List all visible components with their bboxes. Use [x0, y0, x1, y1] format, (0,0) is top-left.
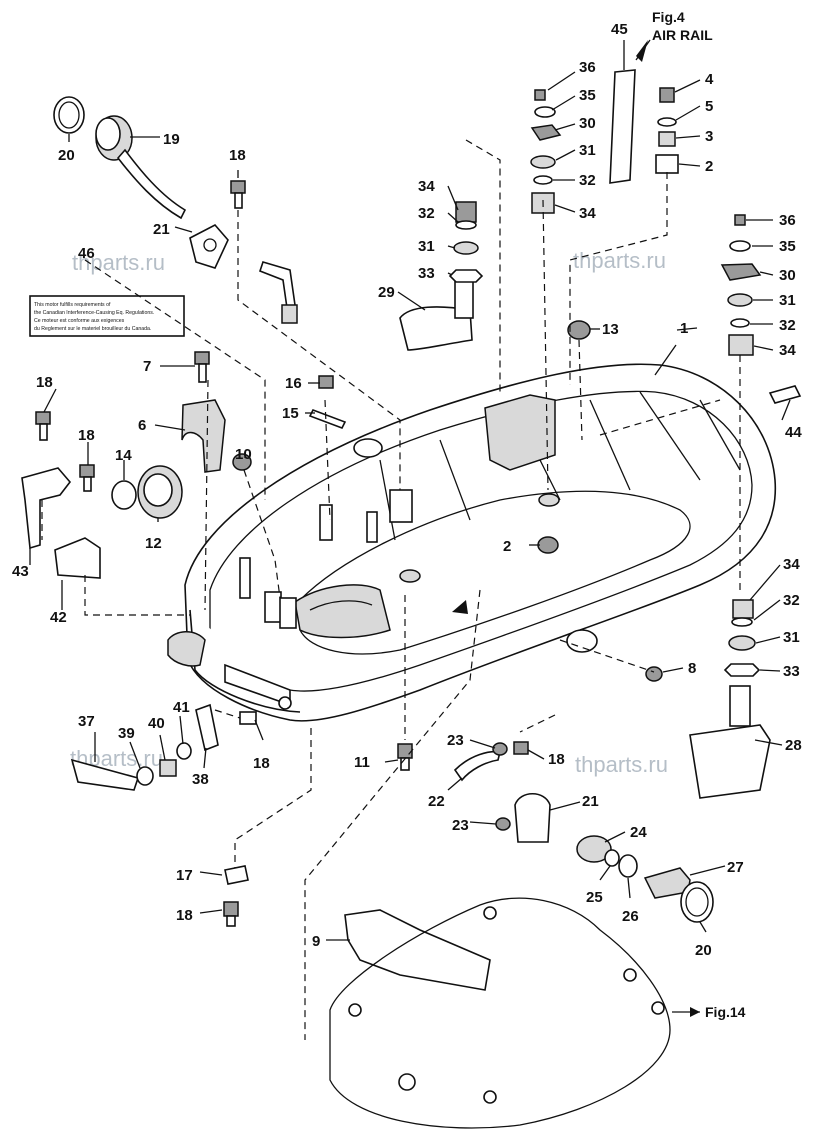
callout-18: 18 — [36, 374, 53, 391]
bottom-cowling-drawing — [167, 363, 777, 722]
callout-35: 35 — [579, 87, 596, 104]
arrow-markers — [452, 40, 700, 1017]
watermark-2: thparts.ru — [573, 248, 666, 273]
leader-lines — [29, 39, 791, 1040]
callout-18: 18 — [176, 907, 193, 924]
sticker-line-2: the Canadian Interference-Causing Eq. Re… — [34, 310, 154, 316]
callout-11: 11 — [354, 754, 370, 771]
callout-18: 18 — [548, 751, 565, 768]
callout-46: 46 — [78, 245, 95, 262]
callout-20: 20 — [58, 147, 75, 164]
callout-19: 19 — [163, 131, 180, 148]
callout-33: 33 — [418, 265, 435, 282]
callout-22: 22 — [428, 793, 445, 810]
callout-1: 1 — [680, 320, 688, 337]
callout-8: 8 — [688, 660, 696, 677]
callout-36: 36 — [779, 212, 796, 229]
callout-18: 18 — [78, 427, 95, 444]
callout-29: 29 — [378, 284, 395, 301]
callout-18: 18 — [229, 147, 246, 164]
callout-4: 4 — [705, 71, 714, 88]
callout-31: 31 — [579, 142, 596, 159]
callout-39: 39 — [118, 725, 135, 742]
sticker-line-4: du Reglement sur le materiel brouilleur … — [34, 326, 151, 332]
sticker-line-3: Ce moteur est conforme aux exigences — [34, 318, 125, 324]
callout-34: 34 — [418, 178, 435, 195]
callout-34: 34 — [579, 205, 596, 222]
callout-25: 25 — [586, 889, 603, 906]
callout-23: 23 — [447, 732, 464, 749]
watermark-4: thparts.ru — [575, 752, 668, 777]
callout-23: 23 — [452, 817, 469, 834]
callout-numbers: 20 19 18 21 46 45 36 35 30 31 32 34 4 5 … — [12, 21, 802, 959]
callout-34: 34 — [783, 556, 800, 573]
callout-18: 18 — [253, 755, 270, 772]
callout-32: 32 — [783, 592, 800, 609]
callout-28: 28 — [785, 737, 802, 754]
callout-31: 31 — [418, 238, 435, 255]
callout-12: 12 — [145, 535, 162, 552]
callout-32: 32 — [779, 317, 796, 334]
callout-42: 42 — [50, 609, 67, 626]
air-rail-arrow-icon — [636, 40, 648, 62]
callout-43: 43 — [12, 563, 29, 580]
fig4-ref: Fig.4 — [652, 9, 685, 25]
watermark-1: thparts.ru — [72, 250, 165, 275]
callout-3: 3 — [705, 128, 713, 145]
callout-26: 26 — [622, 908, 639, 925]
callout-21: 21 — [153, 221, 170, 238]
callout-13: 13 — [602, 321, 619, 338]
callout-2: 2 — [705, 158, 713, 175]
callout-17: 17 — [176, 867, 193, 884]
callout-15: 15 — [282, 405, 299, 422]
callout-9: 9 — [312, 933, 320, 950]
callout-31: 31 — [783, 629, 800, 646]
callout-2: 2 — [503, 538, 511, 555]
callout-45: 45 — [611, 21, 628, 38]
callout-24: 24 — [630, 824, 647, 841]
callout-21: 21 — [582, 793, 599, 810]
callout-32: 32 — [418, 205, 435, 222]
callout-36: 36 — [579, 59, 596, 76]
callout-5: 5 — [705, 98, 713, 115]
callout-37: 37 — [78, 713, 95, 730]
callout-6: 6 — [138, 417, 146, 434]
callout-16: 16 — [285, 375, 302, 392]
callout-38: 38 — [192, 771, 209, 788]
callout-10: 10 — [235, 446, 252, 463]
callout-27: 27 — [727, 859, 744, 876]
callout-14: 14 — [115, 447, 132, 464]
sticker-line-1: This motor fulfills requirements of — [34, 302, 111, 308]
fig14-arrow-icon — [690, 1007, 700, 1017]
callout-30: 30 — [579, 115, 596, 132]
callout-41: 41 — [173, 699, 190, 716]
callout-35: 35 — [779, 238, 796, 255]
fig14-ref: Fig.14 — [705, 1004, 746, 1020]
air-rail-ref: AIR RAIL — [652, 27, 713, 43]
callout-34: 34 — [779, 342, 796, 359]
callout-20: 20 — [695, 942, 712, 959]
small-parts-drawings — [21, 69, 802, 1129]
flow-arrow-icon — [452, 600, 468, 614]
callout-32: 32 — [579, 172, 596, 189]
callout-31: 31 — [779, 292, 796, 309]
callout-33: 33 — [783, 663, 800, 680]
callout-40: 40 — [148, 715, 165, 732]
callout-7: 7 — [143, 358, 151, 375]
callout-30: 30 — [779, 267, 796, 284]
callout-44: 44 — [785, 424, 802, 441]
